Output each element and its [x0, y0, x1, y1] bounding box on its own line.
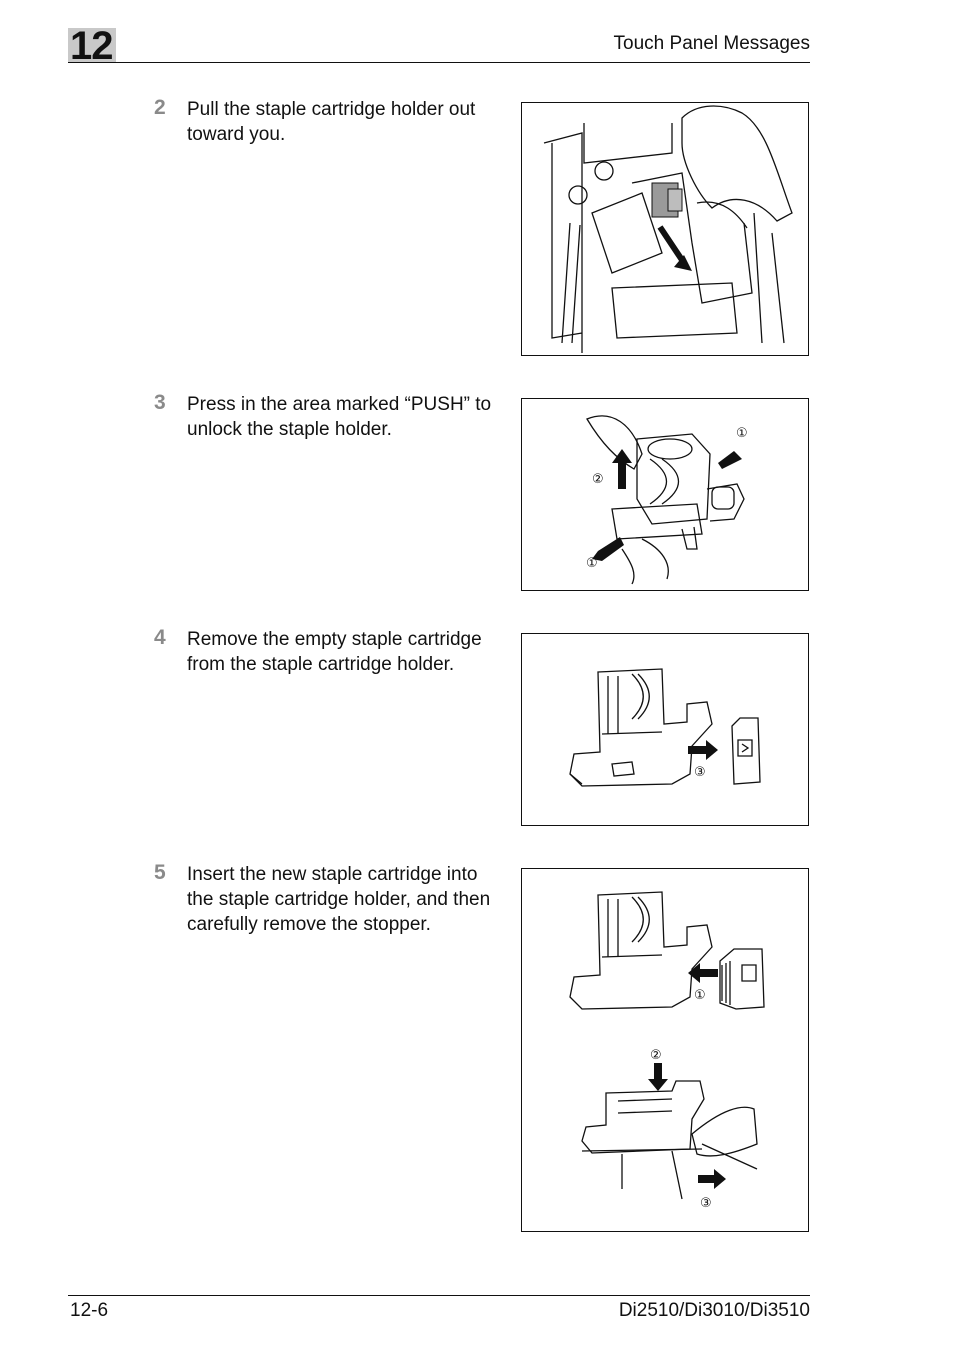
- step-text: Pull the staple cartridge holder out tow…: [187, 99, 476, 145]
- callout-2: ②: [592, 472, 604, 487]
- callout-1: ①: [694, 988, 706, 1003]
- footer-divider: [68, 1295, 810, 1296]
- step-number: 5: [154, 861, 166, 884]
- callout-2: ②: [650, 1048, 662, 1063]
- step-number: 4: [154, 626, 166, 649]
- model-name: Di2510/Di3010/Di3510: [618, 1300, 810, 1321]
- chapter-tab: [68, 28, 116, 62]
- illustration-pull-holder: [543, 105, 793, 353]
- callout-1: ①: [736, 426, 748, 441]
- step-text: Press in the area marked “PUSH” to unloc…: [187, 394, 492, 440]
- chapter-number: 12: [70, 24, 113, 68]
- header-divider: [68, 62, 810, 63]
- step-text: Insert the new staple cartridge into the…: [187, 864, 491, 935]
- illustration-remove-cartridge: ③: [569, 668, 761, 787]
- callout-1: ①: [586, 556, 598, 571]
- figure-remove-cartridge: ③: [521, 633, 809, 826]
- step-text: Remove the empty staple cartridge from t…: [187, 629, 482, 675]
- page-header-title: Touch Panel Messages: [613, 33, 810, 54]
- illustration-push-unlock: ① ② ①: [586, 415, 748, 585]
- figure-insert-cartridge: ① ② ③: [521, 868, 809, 1232]
- page-number: 12-6: [70, 1300, 109, 1321]
- callout-3: ③: [694, 765, 706, 780]
- figure-pull-holder: [521, 102, 809, 356]
- figure-push-unlock: ① ② ①: [521, 398, 809, 591]
- step-number: 2: [154, 96, 166, 119]
- callout-3: ③: [700, 1196, 712, 1211]
- illustration-insert-cartridge: ① ② ③: [569, 891, 765, 1211]
- step-number: 3: [154, 391, 166, 414]
